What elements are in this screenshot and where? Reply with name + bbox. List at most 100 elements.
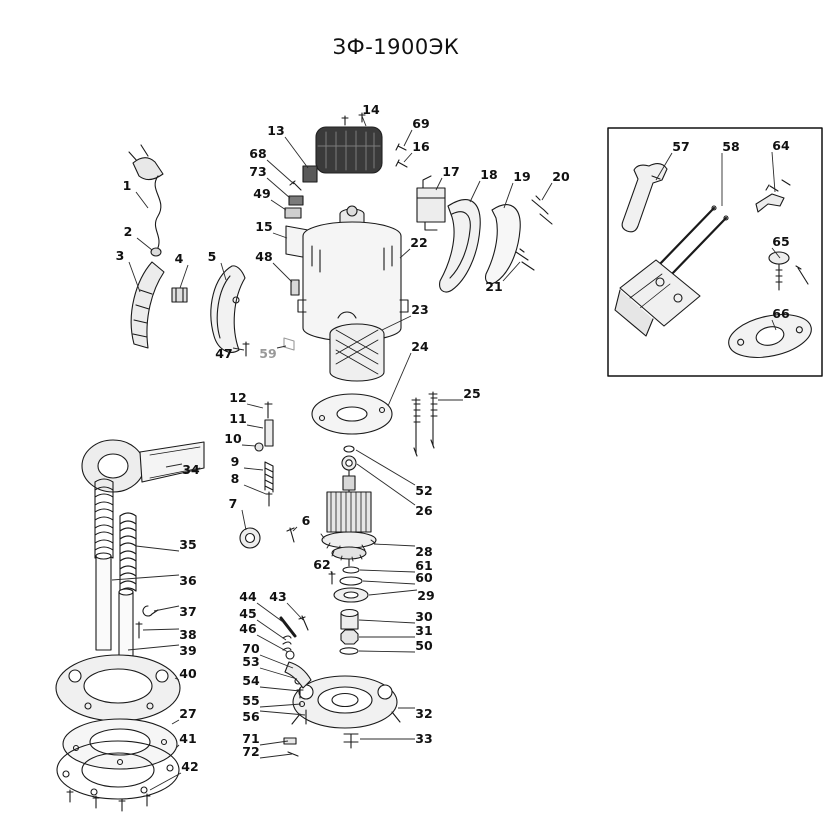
part-nut-31 bbox=[340, 629, 359, 645]
leader-line-53 bbox=[259, 667, 298, 680]
leader-line-15 bbox=[272, 232, 288, 239]
leader-line-20 bbox=[541, 182, 553, 201]
part-base-casting bbox=[291, 675, 401, 729]
inset-box bbox=[607, 127, 823, 377]
part-fan-29 bbox=[333, 587, 369, 603]
part-screw-69 bbox=[395, 143, 407, 151]
part-washer-50 bbox=[339, 647, 359, 655]
leader-line-59 bbox=[276, 345, 287, 349]
leader-line-5 bbox=[220, 262, 227, 281]
part-template-guide-66 bbox=[728, 314, 812, 358]
leader-line-13 bbox=[284, 136, 309, 169]
leader-line-38 bbox=[142, 628, 180, 631]
part-screws-21 bbox=[515, 248, 535, 271]
part-cord-guard bbox=[130, 261, 165, 349]
part-stator bbox=[329, 311, 385, 382]
leader-line-54 bbox=[259, 686, 301, 692]
part-33 bbox=[343, 733, 359, 749]
part-bearing-flange bbox=[311, 393, 393, 435]
leader-line-41 bbox=[175, 744, 180, 749]
part-48 bbox=[290, 279, 300, 296]
part-screws-25 bbox=[411, 391, 438, 457]
leader-line-73 bbox=[266, 177, 291, 199]
leader-line-26 bbox=[356, 463, 416, 506]
leader-line-66 bbox=[771, 319, 777, 331]
part-subbase-41 bbox=[56, 740, 180, 800]
part-top-cover bbox=[315, 112, 383, 174]
part-right-handle bbox=[439, 199, 481, 293]
part-left-handle bbox=[210, 265, 246, 353]
part-knob-bolt-65 bbox=[768, 251, 809, 291]
leader-line-3 bbox=[128, 261, 141, 293]
part-edge-guide-58 bbox=[614, 205, 729, 337]
leader-line-2 bbox=[136, 237, 153, 251]
part-base-plate-27 bbox=[62, 718, 178, 770]
part-guide-columns-36 bbox=[95, 552, 134, 669]
leader-line-1 bbox=[135, 191, 149, 209]
leader-line-10 bbox=[241, 444, 257, 447]
leader-line-68 bbox=[266, 159, 295, 185]
leader-line-18 bbox=[469, 180, 481, 203]
leader-line-24 bbox=[387, 352, 412, 407]
part-screw-16 bbox=[395, 159, 408, 168]
part-brushholder-73 bbox=[288, 195, 304, 206]
leader-line-6 bbox=[292, 526, 298, 532]
leader-line-44 bbox=[256, 602, 284, 623]
part-screws-42 bbox=[66, 789, 151, 812]
leader-line-46 bbox=[256, 634, 289, 653]
part-washer-52 bbox=[343, 445, 355, 453]
leader-line-34 bbox=[165, 463, 183, 468]
leader-line-50 bbox=[358, 650, 416, 653]
leader-line-70 bbox=[259, 654, 294, 669]
leader-line-69 bbox=[403, 129, 413, 147]
leader-line-37 bbox=[153, 605, 180, 612]
part-switch bbox=[416, 175, 446, 231]
part-washer-61 bbox=[342, 566, 360, 574]
leader-line-27 bbox=[171, 719, 180, 725]
leader-line-19 bbox=[503, 182, 514, 209]
leader-line-47 bbox=[232, 347, 245, 351]
leader-line-35 bbox=[135, 545, 180, 552]
part-base-housing-40 bbox=[55, 654, 181, 722]
leader-line-48 bbox=[272, 262, 293, 283]
leader-line-45 bbox=[256, 619, 287, 641]
leader-line-43 bbox=[286, 602, 304, 621]
leader-line-52 bbox=[355, 449, 416, 486]
diagram-title: ЗФ-1900ЭК bbox=[332, 35, 460, 59]
leader-line-55 bbox=[259, 703, 302, 708]
leader-line-40 bbox=[174, 677, 180, 681]
part-49 bbox=[284, 207, 302, 219]
part-turret-group bbox=[279, 615, 312, 757]
leader-line-62 bbox=[330, 570, 333, 577]
leader-line-21 bbox=[502, 261, 521, 282]
leader-line-17 bbox=[435, 177, 443, 191]
part-washer-60 bbox=[339, 576, 363, 586]
leader-line-61 bbox=[359, 569, 416, 573]
leader-line-16 bbox=[403, 152, 413, 163]
leader-line-8 bbox=[243, 484, 267, 495]
leader-line-12 bbox=[246, 403, 264, 409]
leader-line-11 bbox=[246, 424, 264, 429]
leader-line-28 bbox=[373, 543, 416, 547]
leader-line-22 bbox=[399, 248, 411, 259]
leader-line-39 bbox=[127, 644, 180, 651]
part-armature bbox=[320, 469, 377, 567]
leader-line-29 bbox=[368, 589, 418, 596]
part-spindle-30 bbox=[340, 608, 359, 630]
leader-line-57 bbox=[655, 152, 673, 181]
part-screws-20 bbox=[531, 195, 553, 225]
part-motor-housing bbox=[297, 205, 409, 345]
leader-line-49 bbox=[270, 199, 287, 211]
leader-line-30 bbox=[358, 619, 416, 624]
part-plate-59 bbox=[283, 337, 295, 351]
part-springs-35 bbox=[94, 478, 137, 592]
leader-line-65 bbox=[771, 247, 781, 259]
leader-line-71 bbox=[259, 740, 289, 746]
part-brush-13 bbox=[302, 165, 318, 183]
part-screw-47 bbox=[242, 341, 250, 357]
leader-line-23 bbox=[381, 315, 412, 331]
leader-line-42 bbox=[149, 772, 182, 791]
leader-line-36 bbox=[111, 574, 180, 581]
